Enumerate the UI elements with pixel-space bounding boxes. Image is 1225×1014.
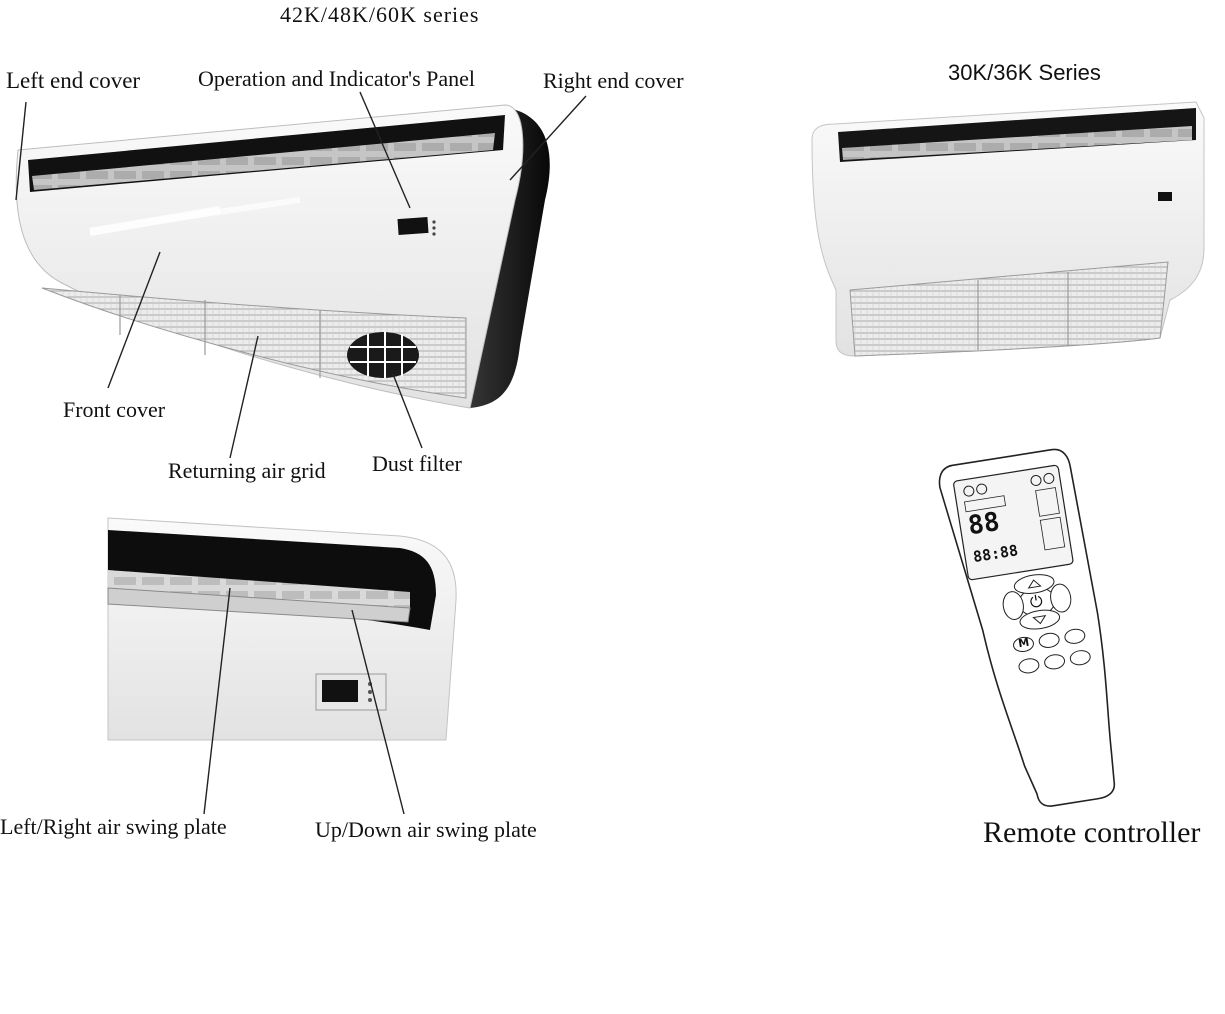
label-left-end-cover: Left end cover [6,68,141,93]
diagram-canvas [15,91,1205,815]
lr-swing-plate-shape [108,570,410,610]
label-front-cover: Front cover [63,397,166,422]
label-ud-swing-plate: Up/Down air swing plate [315,817,537,842]
label-right-end-cover: Right end cover [543,68,684,93]
operation-panel-display [397,216,429,236]
louver-strip [32,133,495,190]
ud-swing-plate-shape [107,587,411,623]
label-operation-panel: Operation and Indicator's Panel [198,66,476,91]
top-series-title: 42K/48K/60K series [280,2,480,27]
small-unit [811,101,1205,357]
label-lr-swing-plate: Left/Right air swing plate [0,814,227,839]
remote-controller-drawing [938,448,1116,807]
closeup-unit [107,517,457,741]
label-dust-filter: Dust filter [372,451,462,476]
leader-lines-large [15,91,587,459]
small-unit-grille [849,261,1169,357]
small-unit-panel [1158,192,1172,201]
remote-keypad [1002,574,1091,674]
remote-lcd [953,464,1074,581]
dust-filter-shape [347,332,419,378]
right-series-title: 30K/36K Series [948,60,1101,85]
label-returning-air-grid: Returning air grid [168,458,326,483]
label-remote-controller: Remote controller [983,816,1201,849]
large-unit [15,104,550,409]
leader-lines-closeup [203,587,405,815]
